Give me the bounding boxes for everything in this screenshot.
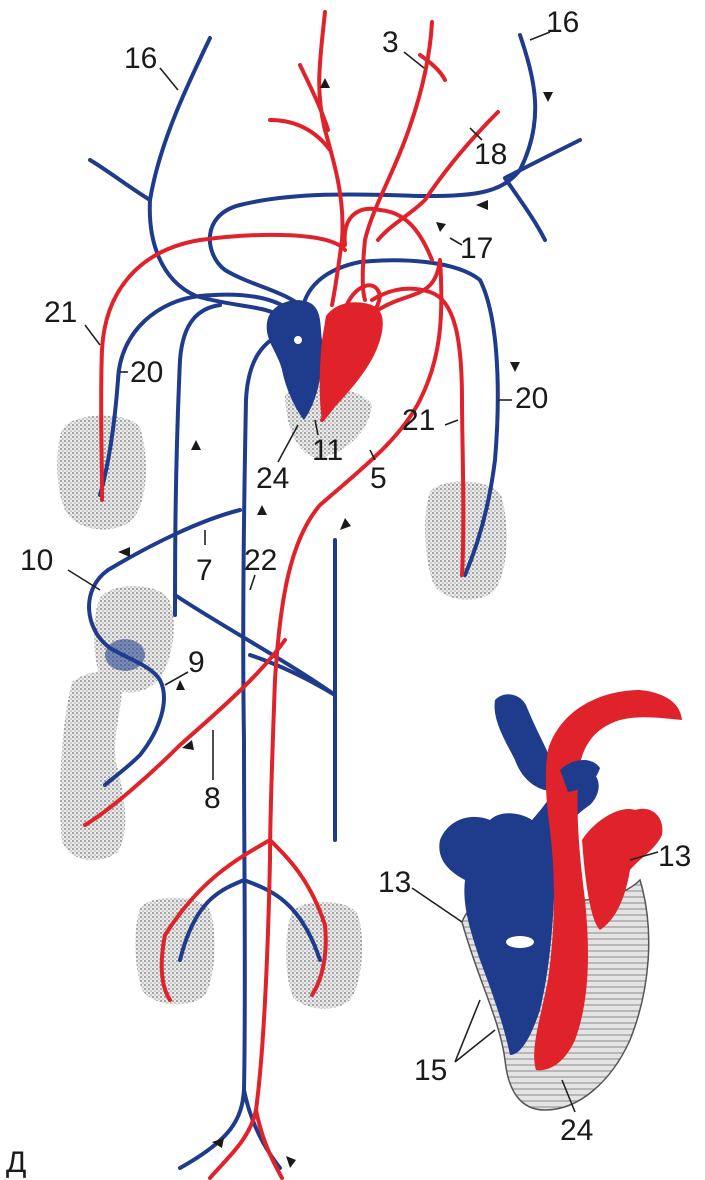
label-20-right: 20 bbox=[515, 382, 548, 415]
right-upper-tissue bbox=[425, 481, 507, 599]
left-carotid-branch bbox=[270, 120, 330, 150]
left-head-vein-branch bbox=[90, 160, 150, 200]
right-carotid-artery bbox=[363, 22, 432, 300]
flow-arrow-up-cardinal bbox=[191, 440, 201, 450]
label-22: 22 bbox=[244, 544, 277, 577]
flow-arrow-9 bbox=[176, 680, 185, 690]
flow-arrow-up-carotid bbox=[320, 78, 330, 88]
label-10: 10 bbox=[20, 544, 53, 577]
leader-24a bbox=[278, 425, 298, 462]
label-17: 17 bbox=[460, 232, 493, 265]
label-13-left: 13 bbox=[378, 866, 411, 899]
liver-capillary bbox=[105, 639, 145, 671]
abdominal-vein-branch bbox=[250, 655, 335, 695]
aorta-lower-branch bbox=[256, 1110, 282, 1178]
right-head-vein-branch1 bbox=[505, 140, 580, 178]
flow-arrow-down-right-vein bbox=[543, 92, 553, 102]
label-21-right: 21 bbox=[402, 404, 435, 437]
flow-arrow-left-vein-top bbox=[476, 200, 488, 210]
inset-heart bbox=[439, 690, 682, 1110]
label-figure-letter: Д bbox=[6, 1146, 26, 1179]
label-16-right: 16 bbox=[546, 6, 579, 39]
inset-valve bbox=[506, 936, 534, 948]
label-9: 9 bbox=[188, 646, 205, 679]
left-carotid-branch2 bbox=[300, 65, 328, 130]
leader-13a bbox=[412, 888, 462, 922]
label-11: 11 bbox=[312, 434, 343, 467]
label-20-left: 20 bbox=[130, 356, 163, 389]
flow-arrow-17 bbox=[436, 222, 446, 232]
heart-valve bbox=[294, 336, 302, 344]
carotid-loop bbox=[345, 209, 432, 260]
label-7: 7 bbox=[196, 554, 213, 587]
intestine-tissue bbox=[60, 672, 125, 860]
flow-arrow-bottom-right bbox=[286, 1156, 296, 1168]
label-3: 3 bbox=[382, 26, 399, 59]
label-8: 8 bbox=[204, 782, 221, 815]
label-24-inset: 24 bbox=[560, 1114, 593, 1147]
leader-22 bbox=[250, 575, 255, 590]
left-lower-tissue bbox=[135, 898, 214, 1005]
right-carotid-branch2 bbox=[378, 112, 498, 240]
flow-arrow-left-10 bbox=[118, 547, 130, 557]
leader-21a bbox=[85, 325, 100, 345]
label-16-left: 16 bbox=[124, 42, 157, 75]
leader-9 bbox=[165, 672, 188, 685]
label-18: 18 bbox=[474, 138, 507, 171]
right-head-vein-branch2 bbox=[505, 178, 545, 240]
leader-10 bbox=[68, 570, 100, 590]
flow-arrow-aorta bbox=[340, 518, 351, 530]
leader-16a bbox=[160, 68, 178, 90]
left-carotid-artery bbox=[319, 12, 342, 305]
label-15: 15 bbox=[414, 1054, 447, 1087]
label-13-right: 13 bbox=[658, 840, 691, 873]
label-24-main: 24 bbox=[256, 462, 289, 495]
label-21-left: 21 bbox=[44, 296, 77, 329]
leader-21b bbox=[445, 420, 458, 425]
label-5: 5 bbox=[370, 462, 387, 495]
flow-arrow-up-24 bbox=[257, 505, 267, 515]
flow-arrow-down-20 bbox=[510, 362, 520, 372]
